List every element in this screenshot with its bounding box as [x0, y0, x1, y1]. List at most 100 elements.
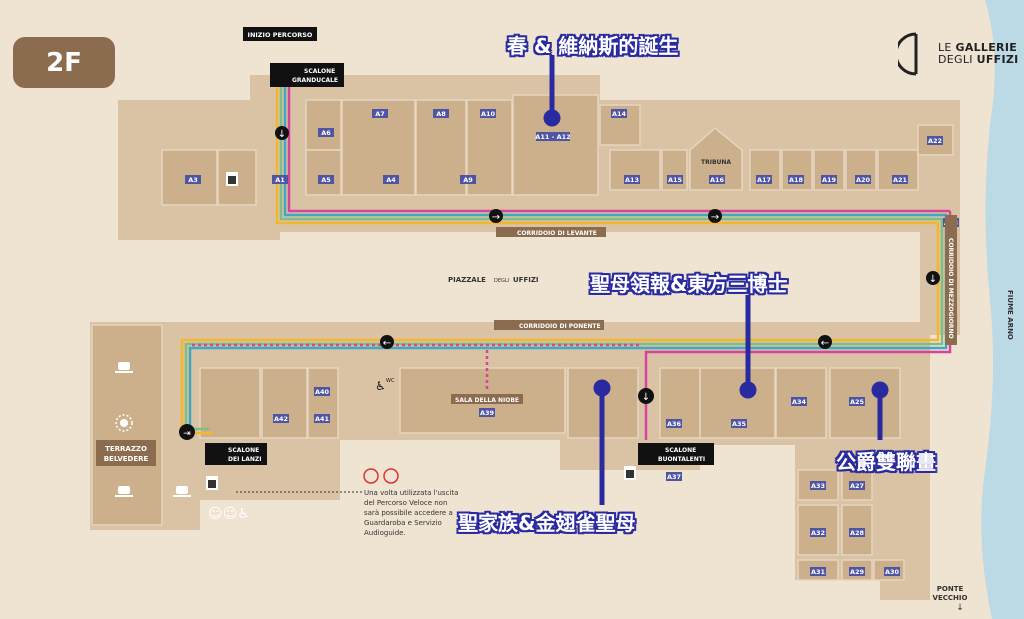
- room-label-a17: A17: [757, 176, 771, 184]
- piazzale-label-a: PIAZZALE: [448, 276, 486, 284]
- sign-scalone-lanzi: SCALONE DEI LANZI: [205, 443, 267, 465]
- sign-inizio: INIZIO PERCORSO: [243, 27, 317, 41]
- svg-text:←: ←: [821, 338, 829, 349]
- room-label-a6: A6: [321, 129, 331, 137]
- cafe-icon-3: [173, 486, 191, 497]
- room-tag-box: [460, 175, 476, 184]
- room-tag-box: [849, 567, 865, 576]
- logo-line1-a: LE: [938, 41, 956, 54]
- sign-granducale-2: GRANDUCALE: [292, 77, 338, 84]
- callout-annunciation: 聖母領報&東方三博士: [590, 272, 788, 296]
- sign-lanzi-1: SCALONE: [228, 447, 259, 454]
- room-label-a13: A13: [625, 176, 639, 184]
- room-label-a35: A35: [732, 420, 747, 428]
- room-tag-box: [810, 481, 826, 490]
- piazzale-label-b: DEGLI: [494, 278, 509, 284]
- corridor-levante-text: CORRIDOIO DI LEVANTE: [517, 230, 597, 237]
- accessible-wc-icon: ♿: [375, 379, 386, 393]
- sign-scalone-granducale: SCALONE GRANDUCALE: [270, 63, 344, 87]
- route-arrows: ↓ → → ↓ ← ← ↓ ⇥: [179, 126, 940, 440]
- svg-text:↓: ↓: [929, 274, 937, 285]
- terrazzo-text-1: TERRAZZO: [105, 445, 147, 453]
- sign-granducale-1: SCALONE: [304, 68, 335, 75]
- callout-primavera: 春 & 維納斯的誕生: [507, 34, 679, 58]
- room-label-a40: A40: [315, 388, 330, 396]
- svg-text:→: →: [492, 212, 500, 223]
- sala-niobe-box: [451, 394, 523, 404]
- room-label-a14: A14: [612, 110, 627, 118]
- room-tag-box: [314, 414, 330, 423]
- logo-line2-b: UFFIZI: [976, 53, 1019, 66]
- room-label-a34: A34: [792, 398, 807, 406]
- room-tag-box: [810, 567, 826, 576]
- callout-duke: 公爵雙聯畫: [836, 450, 936, 474]
- room-label-a18: A18: [789, 176, 804, 184]
- room-label-a10: A10: [481, 110, 496, 118]
- corridor-mezzogiorno: CORRIDOIO DI MEZZOGIORNO: [945, 215, 957, 345]
- room-tag-box: [731, 419, 747, 428]
- room-tag-box: [810, 528, 826, 537]
- room-label-a15: A15: [668, 176, 683, 184]
- room-label-a42: A42: [274, 415, 288, 423]
- room-tag-box: [479, 408, 495, 417]
- corridor-ponente-text: CORRIDOIO DI PONENTE: [519, 323, 601, 330]
- elevator-icon-3: [624, 466, 636, 480]
- elevator-icon: [226, 172, 238, 186]
- room-tag-box: [314, 387, 330, 396]
- percorso-note: Una volta utilizzata l'uscita del Percor…: [364, 489, 459, 537]
- room-label-a28: A28: [850, 529, 865, 537]
- svg-text:↓: ↓: [278, 129, 286, 140]
- room-tag-box: [318, 128, 334, 137]
- corridor-mezzogiorno-text: CORRIDOIO DI MEZZOGIORNO: [947, 238, 954, 339]
- room-tag-box: [788, 175, 804, 184]
- sign-buontalenti-1: SCALONE: [665, 447, 696, 454]
- room-label-a9: A9: [463, 176, 473, 184]
- room-tag-box: [849, 481, 865, 490]
- room-tag-box: [884, 567, 900, 576]
- terrazzo-text-2: BELVEDERE: [104, 455, 149, 463]
- sala-niobe-label: SALA DELLA NIOBE: [455, 397, 519, 404]
- room-tag-box: [667, 175, 683, 184]
- room-tag-box: [272, 175, 288, 184]
- room-tag-box: [756, 175, 772, 184]
- cafe-icon: [115, 362, 133, 373]
- room-tag-box: [927, 136, 943, 145]
- logo-line1-b: GALLERIE: [955, 41, 1018, 54]
- room-label-a5: A5: [321, 176, 331, 184]
- room-label-a25: A25: [850, 398, 865, 406]
- room-label-a30: A30: [885, 568, 900, 576]
- sign-buontalenti-2: BUONTALENTI: [658, 456, 705, 463]
- room-tag-box: [709, 175, 725, 184]
- room-tag-box: [318, 175, 334, 184]
- room-label-a1: A1: [275, 176, 285, 184]
- room-label-a31: A31: [811, 568, 826, 576]
- river-arno: [981, 0, 1024, 619]
- sign-inizio-text: INIZIO PERCORSO: [248, 31, 313, 39]
- room-label-a11-a12: A11 - A12: [535, 133, 570, 141]
- ponte-arrow-icon: ↓: [956, 603, 964, 613]
- corridor-levante: CORRIDOIO DI LEVANTE: [496, 227, 606, 237]
- room-label-a41: A41: [315, 415, 330, 423]
- uffizi-logo: LE GALLERIE DEGLI UFFIZI: [894, 30, 1020, 80]
- room-tag-box: [624, 175, 640, 184]
- room-tag-box: [666, 419, 682, 428]
- svg-text:←: ←: [383, 338, 391, 349]
- room-label-a32: A32: [811, 529, 825, 537]
- room-tag-box: [480, 109, 496, 118]
- room-label-a7: A7: [375, 110, 385, 118]
- cafe-icon-2: [115, 486, 133, 497]
- tribuna-label: TRIBUNA: [701, 159, 731, 166]
- room-label-a27: A27: [850, 482, 864, 490]
- room-label-a33: A33: [811, 482, 825, 490]
- no-entry-icon: [363, 468, 379, 484]
- svg-text:↓: ↓: [642, 392, 650, 403]
- sun-icon: [115, 414, 133, 432]
- terrazzo-label: TERRAZZO BELVEDERE: [96, 440, 156, 466]
- room-tag-box: [273, 414, 289, 423]
- room-label-a29: A29: [850, 568, 865, 576]
- room-tag-box: [849, 528, 865, 537]
- no-audioguide-icon: [383, 468, 399, 484]
- room-tag-box: [611, 109, 627, 118]
- fiume-arno-label: FIUME ARNO: [1006, 290, 1014, 340]
